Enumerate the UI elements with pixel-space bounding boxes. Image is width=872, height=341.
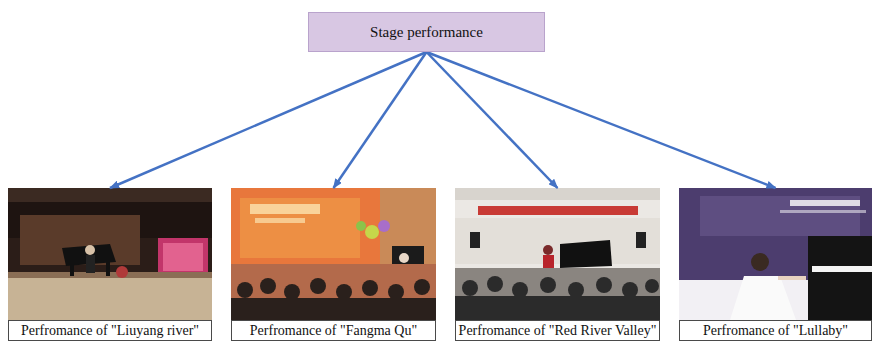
caption-box: Perfromance of "Fangma Qu" (231, 320, 436, 341)
photo-card: Perfromance of "Fangma Qu" (231, 188, 436, 341)
photo-card: Perfromance of "Red River Valley" (455, 188, 660, 341)
photo-red-river (455, 188, 660, 320)
arrow-connector (427, 52, 776, 188)
photo-card: Perfromance of "Lullaby" (679, 188, 872, 341)
photo-card: Perfromance of "Liuyang river" (8, 188, 212, 341)
caption-text: Perfromance of "Lullaby" (703, 323, 848, 339)
caption-box: Perfromance of "Red River Valley" (455, 320, 660, 341)
photo-liuyang (8, 188, 212, 320)
caption-text: Perfromance of "Fangma Qu" (250, 323, 417, 339)
arrow-connector (334, 52, 427, 188)
caption-text: Perfromance of "Red River Valley" (459, 323, 657, 339)
photo-fangma (231, 188, 436, 320)
caption-box: Perfromance of "Liuyang river" (8, 320, 212, 341)
box-title: Stage performance (370, 24, 483, 41)
caption-text: Perfromance of "Liuyang river" (21, 323, 199, 339)
arrow-connector (110, 52, 427, 188)
photo-lullaby (679, 188, 872, 320)
caption-box: Perfromance of "Lullaby" (679, 320, 872, 341)
root-box: Stage performance (308, 12, 545, 52)
arrow-connector (427, 52, 558, 188)
